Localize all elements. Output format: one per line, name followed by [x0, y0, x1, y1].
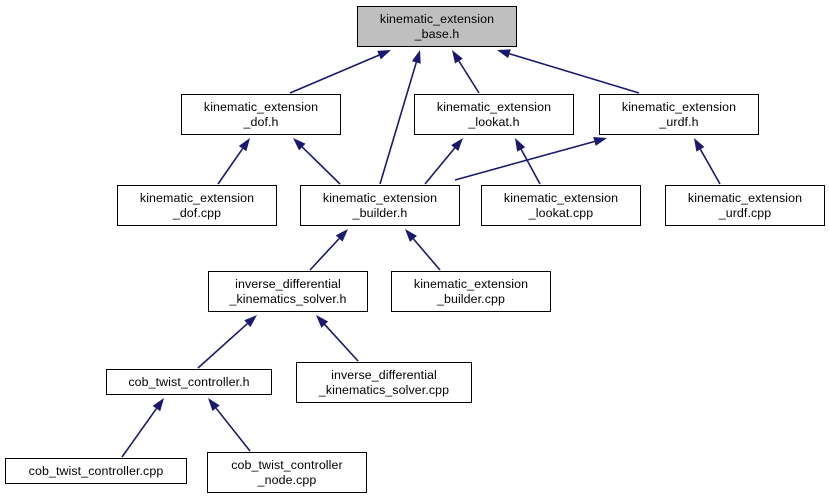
edge-ctrl-h-to-ids-h — [197, 315, 257, 369]
edge-line — [379, 62, 418, 185]
node-label: kinematic_extension _base.h — [379, 11, 495, 41]
edge-arrowhead — [208, 398, 220, 412]
edge-line — [217, 148, 244, 185]
edge-builder-h-to-lookat-h — [424, 138, 463, 185]
edge-builder-cpp-to-builder-h — [405, 229, 441, 271]
edge-urdf-cpp-to-urdf-h — [694, 138, 721, 185]
edge-line — [301, 146, 341, 185]
edge-arrowhead — [593, 137, 607, 146]
node-inverse-differential-kinematics-solver-cpp[interactable]: inverse_differential _kinematics_solver.… — [296, 362, 472, 403]
node-cob-twist-controller-cpp[interactable]: cob_twist_controller.cpp — [5, 458, 187, 484]
edge-line — [289, 54, 380, 94]
node-kinematic-extension-dof-h[interactable]: kinematic_extension _dof.h — [181, 94, 341, 135]
edge-dof-cpp-to-dof-h — [217, 138, 250, 185]
node-label: kinematic_extension _dof.h — [203, 99, 319, 129]
edge-line — [458, 60, 480, 94]
edge-arrowhead — [515, 138, 526, 152]
edge-line — [121, 408, 158, 458]
node-label: kinematic_extension _dof.cpp — [139, 190, 255, 220]
edge-arrowhead — [497, 49, 511, 59]
edge-line — [509, 53, 640, 94]
edge-ctrl-node-cpp-to-ctrl-h — [208, 398, 251, 452]
edge-line — [699, 148, 721, 185]
edge-arrowhead — [451, 138, 463, 151]
edge-ids-h-to-builder-h — [309, 229, 348, 271]
edge-urdf-h-to-base-h — [497, 49, 640, 94]
node-label: cob_twist_controller.cpp — [28, 463, 164, 478]
edge-arrowhead — [316, 315, 329, 328]
node-label: kinematic_extension _urdf.h — [621, 99, 737, 129]
node-kinematic-extension-base-h[interactable]: kinematic_extension _base.h — [357, 6, 517, 47]
node-kinematic-extension-dof-cpp[interactable]: kinematic_extension _dof.cpp — [117, 185, 277, 226]
edge-line — [454, 140, 595, 181]
edge-line — [520, 149, 541, 185]
edge-line — [309, 237, 340, 271]
node-kinematic-extension-lookat-cpp[interactable]: kinematic_extension _lookat.cpp — [481, 185, 641, 226]
node-kinematic-extension-urdf-h[interactable]: kinematic_extension _urdf.h — [599, 94, 759, 135]
edge-arrowhead — [152, 398, 164, 412]
edge-line — [412, 238, 441, 271]
edge-ids-cpp-to-ids-h — [316, 315, 359, 362]
edge-lookat-cpp-to-lookat-h — [515, 138, 541, 185]
node-inverse-differential-kinematics-solver-h[interactable]: inverse_differential _kinematics_solver.… — [208, 271, 368, 312]
node-kinematic-extension-urdf-cpp[interactable]: kinematic_extension _urdf.cpp — [665, 185, 825, 226]
edge-line — [215, 407, 251, 452]
edge-arrowhead — [293, 138, 306, 151]
edge-arrowhead — [377, 50, 391, 60]
node-cob-twist-controller-node-cpp[interactable]: cob_twist_controller _node.cpp — [207, 452, 367, 493]
edge-arrowhead — [335, 229, 348, 242]
node-label: cob_twist_controller.h — [128, 374, 250, 389]
node-cob-twist-controller-h[interactable]: cob_twist_controller.h — [106, 369, 272, 395]
edge-arrowhead — [411, 50, 421, 64]
edge-arrowhead — [452, 50, 463, 64]
node-label: inverse_differential _kinematics_solver.… — [318, 367, 450, 397]
edge-lookat-h-to-base-h — [452, 50, 480, 94]
edge-arrowhead — [405, 229, 417, 242]
edge-ctrl-cpp-to-ctrl-h — [121, 398, 164, 458]
node-label: kinematic_extension _lookat.h — [436, 99, 552, 129]
edge-dof-h-to-base-h — [289, 50, 391, 94]
node-kinematic-extension-builder-h[interactable]: kinematic_extension _builder.h — [300, 185, 460, 226]
edge-builder-h-to-urdf-h — [454, 137, 607, 181]
node-label: kinematic_extension _builder.cpp — [413, 276, 529, 306]
node-kinematic-extension-lookat-h[interactable]: kinematic_extension _lookat.h — [414, 94, 574, 135]
edge-arrowhead — [244, 315, 257, 328]
node-label: kinematic_extension _builder.h — [322, 190, 438, 220]
node-kinematic-extension-builder-cpp[interactable]: kinematic_extension _builder.cpp — [391, 271, 551, 312]
node-label: kinematic_extension _lookat.cpp — [503, 190, 619, 220]
node-label: inverse_differential _kinematics_solver.… — [229, 276, 347, 306]
edge-arrowhead — [694, 138, 705, 152]
edge-arrowhead — [238, 138, 250, 152]
edge-line — [324, 324, 359, 362]
edge-builder-h-to-dof-h — [293, 138, 341, 185]
node-label: kinematic_extension _urdf.cpp — [687, 190, 803, 220]
edge-line — [197, 323, 248, 369]
node-label: cob_twist_controller _node.cpp — [231, 457, 343, 487]
edge-line — [424, 147, 456, 185]
